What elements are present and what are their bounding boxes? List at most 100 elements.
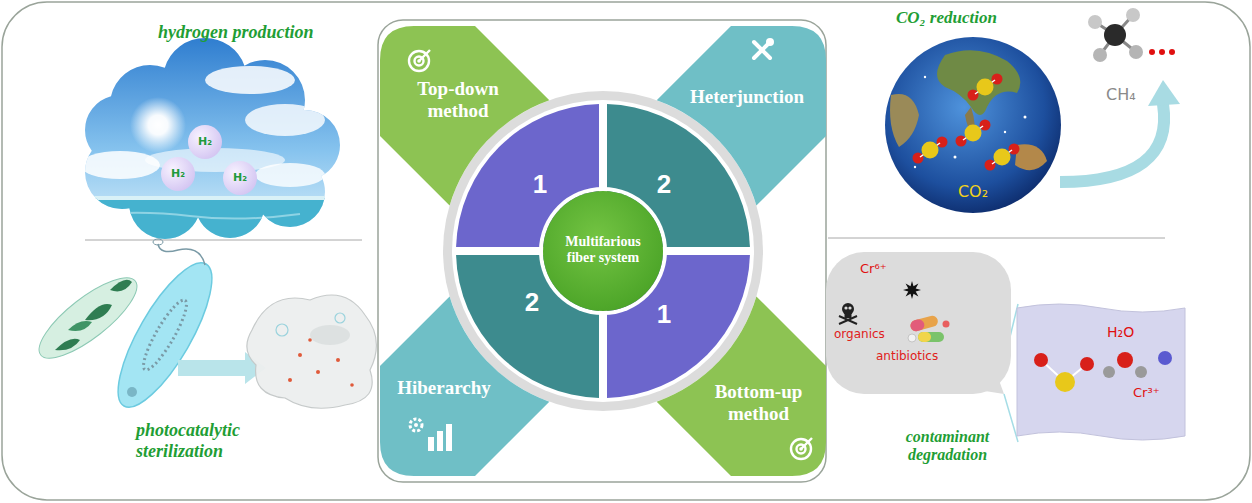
illustration-part <box>158 244 205 265</box>
illustration-part <box>903 281 921 299</box>
illustration-part <box>428 437 434 451</box>
illustration-part <box>937 137 948 148</box>
illustration-part <box>409 51 429 71</box>
illustration-part <box>1129 45 1143 59</box>
illustration-part <box>80 35 340 248</box>
illustration-part <box>1017 304 1185 440</box>
node-text: Top-down method <box>402 78 514 122</box>
illustration-part <box>110 280 132 292</box>
node-text: 1 <box>645 300 683 330</box>
illustration-part <box>980 120 991 131</box>
illustration-part <box>205 66 295 94</box>
illustration-part <box>1103 366 1115 378</box>
illustration-part <box>965 125 982 142</box>
illustration-part <box>1148 80 1180 106</box>
illustration-part <box>828 238 1165 239</box>
application-label: CO₂ reduction <box>896 8 1046 28</box>
illustration-part <box>1060 104 1164 182</box>
illustration-part <box>1169 49 1175 55</box>
node-text: Cr⁶⁺ <box>860 262 904 277</box>
node-text: Bottom-up method <box>701 381 816 425</box>
pollutant-bubble: Cr⁶⁺organicsantibiotics <box>826 252 1011 394</box>
node-text: Multifarious fiber system <box>551 234 655 266</box>
illustration-part <box>913 153 924 164</box>
node-text: Cr³⁺ <box>1133 386 1177 401</box>
illustration-part <box>85 304 112 320</box>
illustration-part <box>310 325 350 345</box>
zoom-panel: H₂O Cr³⁺ <box>1015 298 1187 446</box>
hydrogen-bubble: H₂ <box>188 125 222 159</box>
illustration-part <box>247 295 377 408</box>
illustration-part <box>1009 144 1020 155</box>
illustration-part <box>1104 24 1126 46</box>
application-label: contaminant degradation <box>880 428 1015 465</box>
illustration-part <box>80 196 340 200</box>
illustration-part <box>956 136 967 147</box>
illustration-part <box>909 315 939 333</box>
illustration-part <box>1004 131 1006 133</box>
illustration-part <box>1004 394 1018 442</box>
illustration-part <box>839 316 857 324</box>
illustration-part <box>409 51 429 71</box>
illustration-part <box>766 38 774 46</box>
node-text: H₂ <box>223 161 257 195</box>
illustration-part <box>380 296 549 476</box>
illustration-part <box>918 332 931 342</box>
illustration-part <box>80 151 160 179</box>
illustration-part <box>909 318 925 332</box>
illustration-part <box>918 332 944 342</box>
node-text: Hiberarchy <box>388 377 500 399</box>
illustration-part <box>848 306 851 309</box>
illustration-part <box>1088 15 1102 29</box>
illustration-part <box>1158 351 1172 365</box>
illustration-part <box>914 166 916 168</box>
illustration-part <box>255 163 325 187</box>
illustration-part <box>1093 48 1107 62</box>
illustration-part <box>28 239 376 419</box>
illustration-part <box>350 383 354 387</box>
illustration-part <box>414 423 418 427</box>
illustration-part <box>245 104 325 136</box>
illustration-part <box>298 353 302 357</box>
illustration-part <box>80 198 340 248</box>
node-text: 2 <box>513 288 551 318</box>
application-label: hydrogen production <box>158 22 348 43</box>
hydrogen-bubble: H₂ <box>161 157 195 191</box>
illustration-part <box>336 358 340 362</box>
node-shape <box>826 252 1011 394</box>
node-text: 1 <box>521 170 559 200</box>
illustration-part <box>791 439 811 459</box>
illustration-part <box>276 324 288 336</box>
illustration-part <box>101 251 228 419</box>
illustration-part <box>127 387 137 397</box>
illustration-part <box>992 74 1003 85</box>
node-text: Heterjunction <box>677 86 817 108</box>
illustration-part <box>443 91 763 411</box>
illustration-part <box>1024 116 1027 119</box>
illustration-part <box>968 90 979 101</box>
illustration-part <box>908 334 916 342</box>
center-circle: Multifarious fiber system <box>543 191 663 311</box>
illustration-part <box>1055 372 1075 392</box>
molecule-label: CH₄ <box>1106 86 1150 104</box>
hydrogen-bubble: H₂ <box>223 161 257 195</box>
node-text: organics <box>834 328 900 342</box>
illustration-part <box>153 239 163 245</box>
node-text: H₂O <box>1107 324 1151 340</box>
illustration-part <box>1015 144 1047 170</box>
illustration-part <box>954 156 957 159</box>
node-text: CO₂ <box>885 183 1061 201</box>
illustration-part <box>922 142 939 159</box>
illustration-part <box>410 419 422 431</box>
illustration-part <box>890 94 919 147</box>
illustration-part <box>844 306 847 309</box>
illustration-part <box>845 313 852 318</box>
illustration-part <box>1135 366 1147 378</box>
illustration-part <box>791 439 811 459</box>
illustration-part <box>657 296 826 476</box>
illustration-part <box>977 79 994 96</box>
illustration-part <box>419 50 430 61</box>
illustration-part <box>335 313 345 323</box>
illustration-part <box>95 213 300 219</box>
